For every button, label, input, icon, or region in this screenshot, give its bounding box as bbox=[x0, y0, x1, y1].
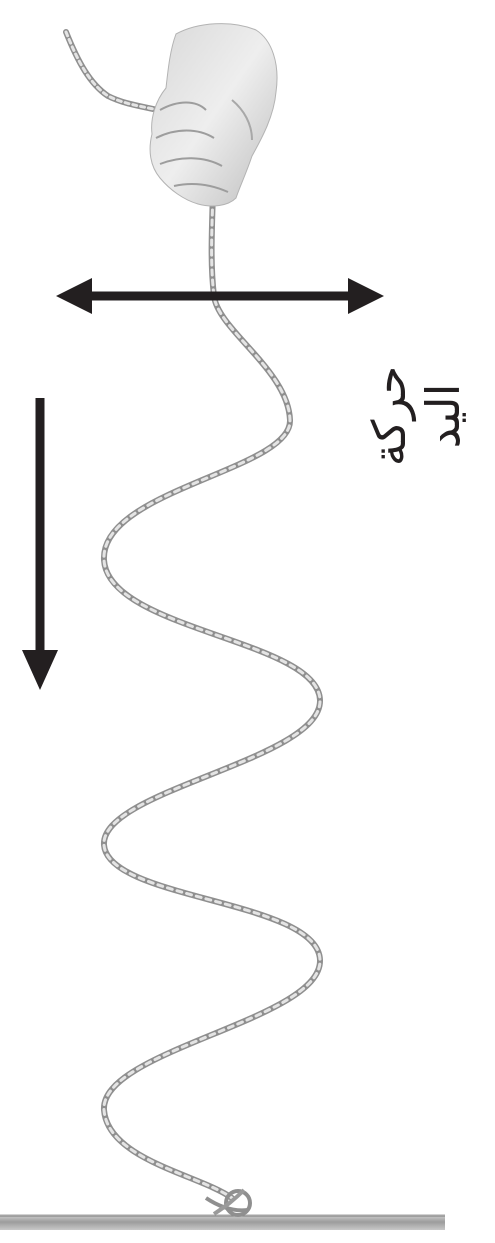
hand-icon bbox=[150, 24, 277, 206]
rope-tail bbox=[66, 32, 158, 110]
rope bbox=[104, 190, 320, 1198]
hand-movement-label: حركة اليد bbox=[362, 336, 482, 496]
wave-direction-arrow bbox=[22, 398, 58, 690]
knot-icon bbox=[206, 1190, 250, 1215]
